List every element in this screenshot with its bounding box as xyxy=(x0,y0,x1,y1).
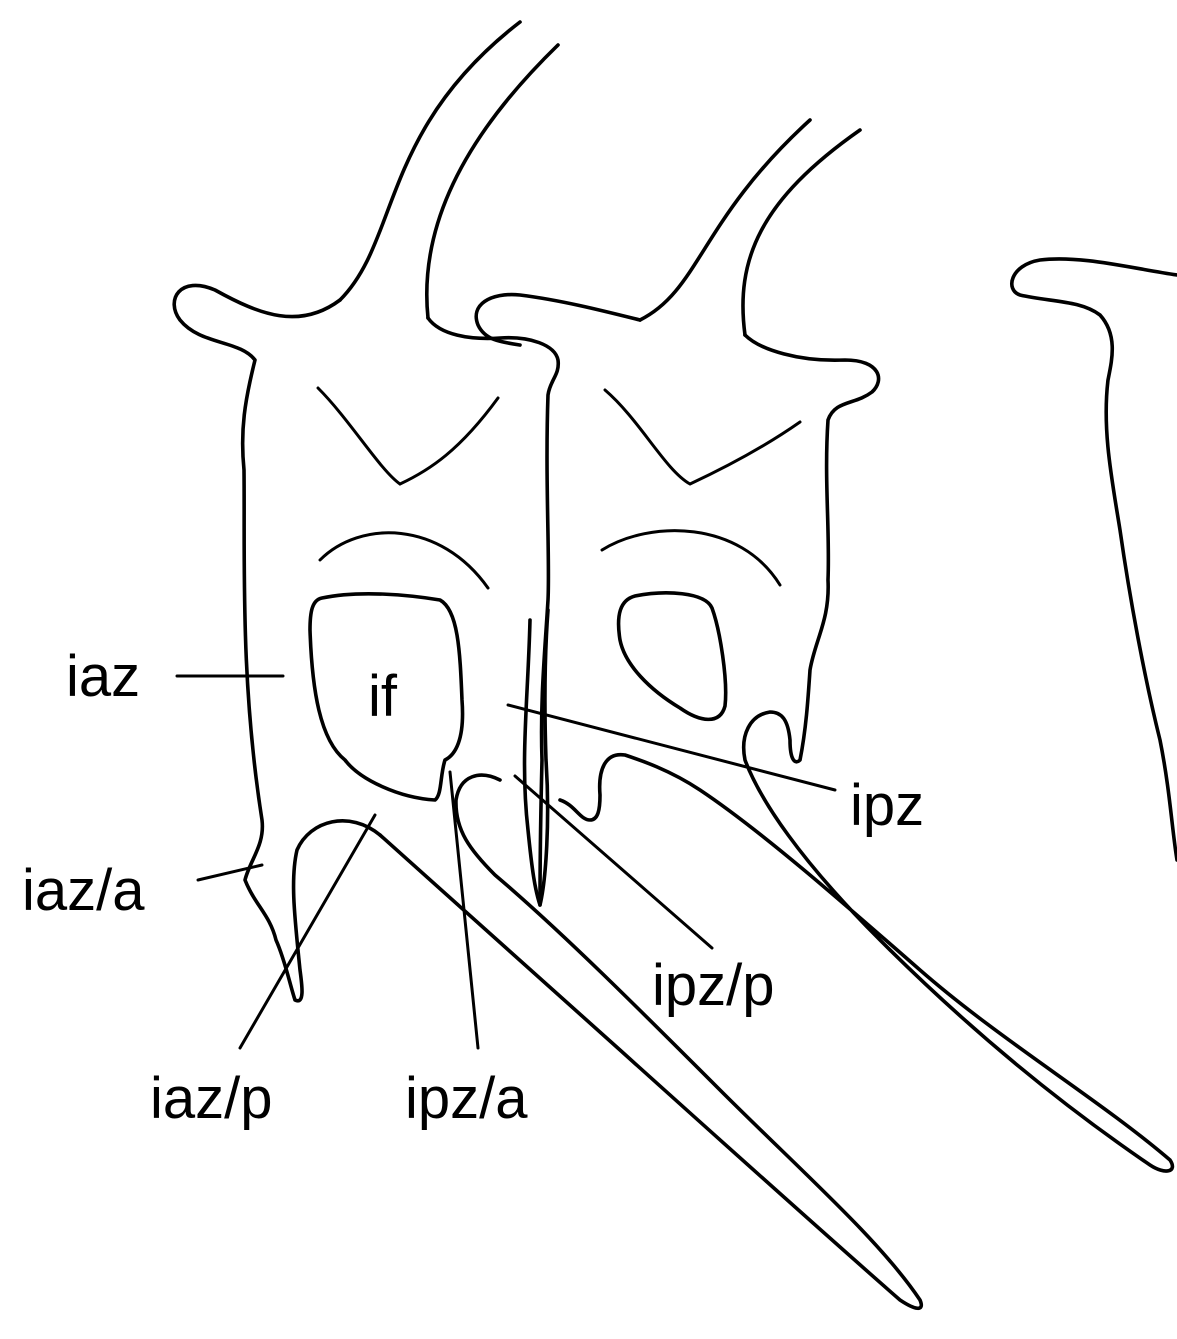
label-if: if xyxy=(368,664,398,729)
middle-vertebra-right-edge xyxy=(560,335,1172,1171)
vertebra-right-partial xyxy=(1012,259,1177,860)
left-lower-process xyxy=(380,775,921,1308)
middle-neural-spine xyxy=(640,120,860,335)
leader-ipz xyxy=(508,705,835,790)
leader-ipz-a xyxy=(450,772,478,1048)
middle-ridge-lower xyxy=(602,531,780,585)
labels: if iaz iaz/a iaz/p ipz/a ipz/p ipz xyxy=(22,644,924,1131)
left-vertebra-outline xyxy=(174,285,380,1000)
right-vertebra-outline xyxy=(1012,259,1177,860)
left-neural-spine xyxy=(340,22,558,318)
middle-foramen xyxy=(619,593,726,719)
label-ipz: ipz xyxy=(850,773,924,838)
left-ridge-lower xyxy=(320,533,488,588)
leader-iaz-p xyxy=(240,815,375,1048)
label-ipz-p: ipz/p xyxy=(652,953,775,1018)
middle-ridge-upper xyxy=(605,390,800,484)
label-iaz-p: iaz/p xyxy=(150,1066,273,1131)
left-ridge-upper xyxy=(318,388,498,484)
left-arch-spike xyxy=(525,610,548,905)
label-iaz-a: iaz/a xyxy=(22,858,145,923)
leader-iaz-a xyxy=(198,865,262,880)
label-ipz-a: ipz/a xyxy=(405,1066,528,1131)
label-iaz: iaz xyxy=(66,644,140,709)
